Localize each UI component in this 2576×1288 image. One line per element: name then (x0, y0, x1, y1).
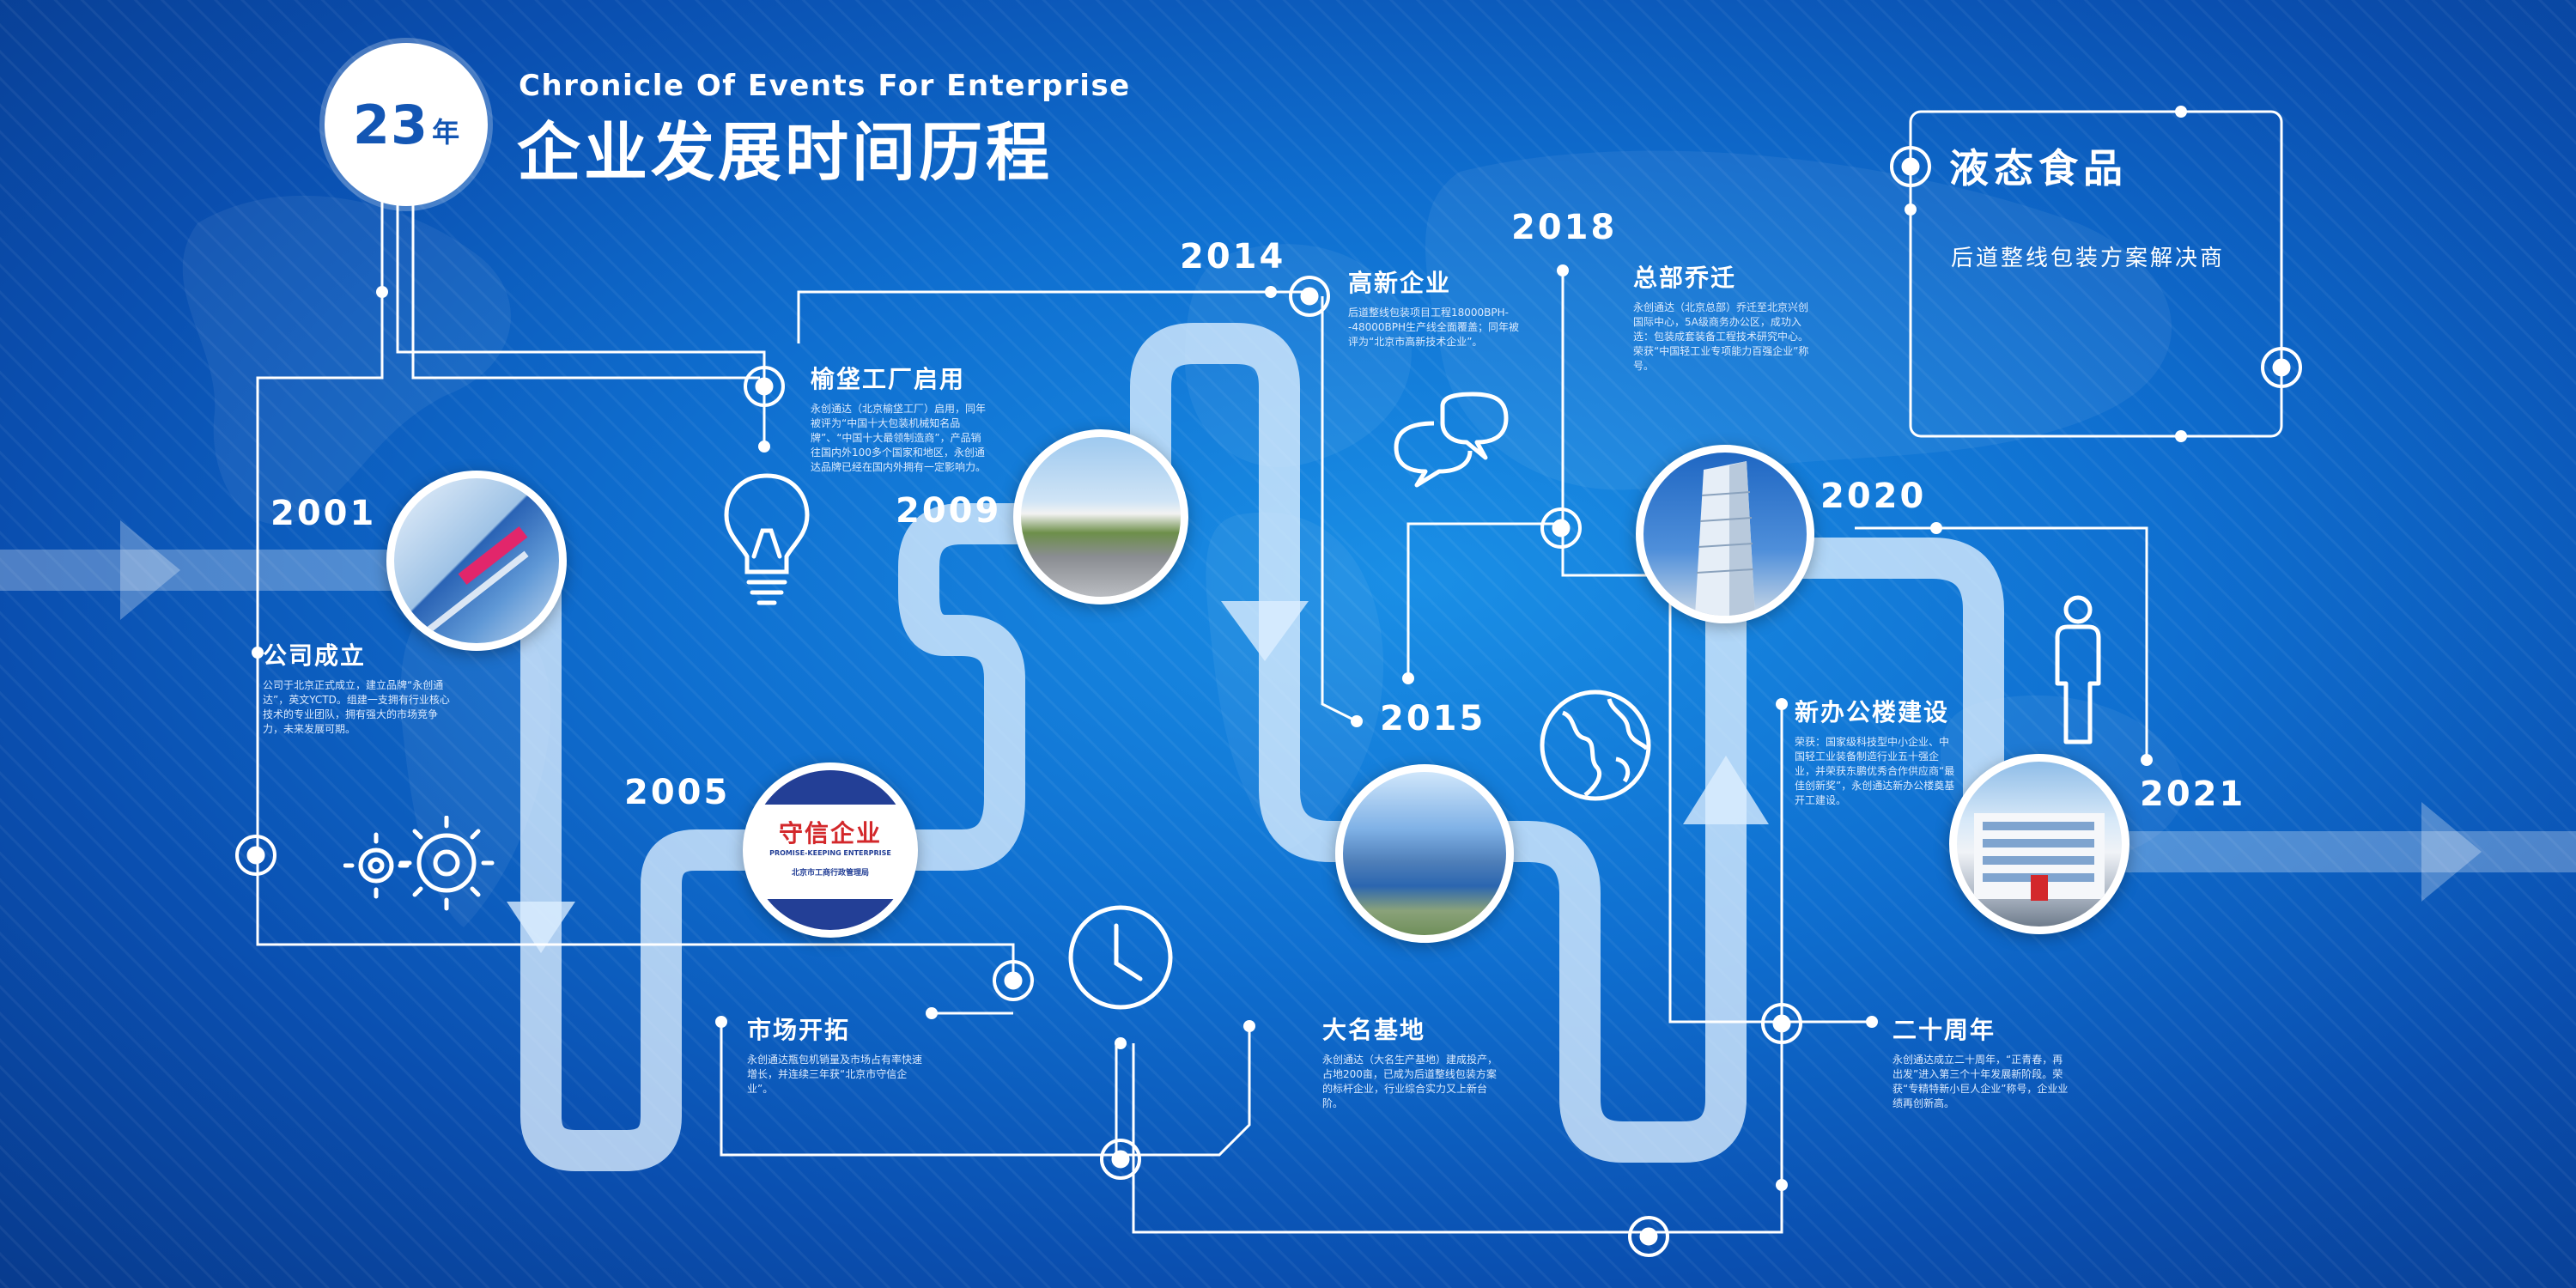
feature-box-frame (1909, 110, 2283, 438)
event-title: 新办公楼建设 (1795, 698, 1950, 726)
event-2001: 公司成立 公司于北京正式成立，建立品牌“永创通达”，英文YCTD。组建一支拥有行… (263, 637, 452, 737)
photo-2009-factory (1013, 429, 1188, 605)
feature-box-title: 液态食品 (1949, 145, 2128, 191)
person-icon (2055, 595, 2101, 744)
event-desc: 永创通达瓶包机销量及市场占有率快速增长，并连续三年获“北京市守信企业”。 (747, 1054, 923, 1095)
event-desc: 永创通达（北京总部）乔迁至北京兴创国际中心，5A级商务办公区，成功入选：包装成套… (1633, 301, 1809, 372)
event-desc: 荣获：国家级科技型中小企业、中国轻工业装备制造行业五十强企业，并荣获东鹏优秀合作… (1795, 736, 1955, 806)
event-2014: 高新企业 后道整线包装项目工程18000BPH--48000BPH生产线全面覆盖… (1348, 264, 1528, 349)
title-english: Chronicle Of Events For Enterprise (519, 69, 1131, 103)
event-desc: 后道整线包装项目工程18000BPH--48000BPH生产线全面覆盖；同年被评… (1348, 307, 1519, 348)
badge-unit: 年 (432, 116, 460, 149)
year-label: 2001 (270, 494, 377, 533)
up-arrow (1683, 756, 1769, 824)
logo-name-cn: 守信企业 (778, 819, 882, 848)
event-title: 公司成立 (263, 641, 367, 670)
event-2009: 榆垡工厂启用 永创通达（北京榆垡工厂）启用，同年被评为“中国十大包装机械知名品牌… (811, 361, 991, 475)
event-title: 榆垡工厂启用 (811, 365, 966, 393)
lightbulb-icon (724, 473, 810, 605)
year-label: 2015 (1380, 699, 1486, 738)
exit-arrow (2104, 802, 2576, 902)
event-desc: 永创通达成立二十周年，“正青春，再出发”进入第三个十年发展新阶段。荣获“专精特新… (1893, 1054, 2069, 1109)
event-title: 总部乔迁 (1633, 264, 1737, 292)
event-2005: 市场开拓 永创通达瓶包机销量及市场占有率快速增长，并连续三年获“北京市守信企业”… (747, 1012, 927, 1097)
gears-icon (343, 816, 495, 911)
down-arrow (507, 902, 575, 953)
event-title: 二十周年 (1893, 1016, 1996, 1044)
year-label: 2018 (1511, 208, 1618, 247)
event-2021: 二十周年 永创通达成立二十周年，“正青春，再出发”进入第三个十年发展新阶段。荣获… (1893, 1012, 2073, 1111)
years-badge: 23 年 (325, 43, 488, 206)
photo-2001-building-sign (386, 471, 567, 651)
badge-number: 23 (352, 93, 429, 156)
photo-2021-office-building (1949, 754, 2129, 934)
feature-box-subtitle: 后道整线包装方案解决商 (1951, 246, 2226, 271)
photo-2015-base (1335, 764, 1514, 943)
logo-name-en: PROMISE-KEEPING ENTERPRISE (769, 849, 891, 857)
year-label: 2005 (624, 773, 731, 812)
year-label: 2009 (896, 491, 1002, 531)
event-title: 高新企业 (1348, 269, 1452, 297)
clock-icon (1068, 905, 1173, 1010)
event-desc: 永创通达（北京榆垡工厂）启用，同年被评为“中国十大包装机械知名品牌”、“中国十大… (811, 403, 987, 473)
event-2018: 总部乔迁 永创通达（北京总部）乔迁至北京兴创国际中心，5A级商务办公区，成功入选… (1633, 259, 1814, 374)
year-label: 2020 (1820, 477, 1927, 516)
event-2020: 新办公楼建设 荣获：国家级科技型中小企业、中国轻工业装备制造行业五十强企业，并荣… (1795, 694, 1958, 808)
logo-issuer: 北京市工商行政管理局 (791, 869, 869, 878)
chat-bubbles-icon (1394, 392, 1509, 488)
event-title: 大名基地 (1322, 1016, 1426, 1044)
globe-icon (1540, 690, 1651, 801)
year-label: 2021 (2140, 775, 2246, 814)
year-label: 2014 (1180, 237, 1286, 276)
event-title: 市场开拓 (747, 1016, 851, 1044)
logo-promise-keeping: 守信企业 PROMISE-KEEPING ENTERPRISE 北京市工商行政管… (743, 762, 918, 938)
page-title: 企业发展时间历程 (517, 116, 1053, 190)
event-2015: 大名基地 永创通达（大名生产基地）建成投产，占地200亩，已成为后道整线包装方案… (1322, 1012, 1503, 1111)
event-desc: 公司于北京正式成立，建立品牌“永创通达”，英文YCTD。组建一支拥有行业核心技术… (263, 679, 450, 735)
event-desc: 永创通达（大名生产基地）建成投产，占地200亩，已成为后道整线包装方案的标杆企业… (1322, 1054, 1498, 1109)
photo-2018-tower (1636, 445, 1814, 623)
down-arrow (1221, 601, 1309, 661)
